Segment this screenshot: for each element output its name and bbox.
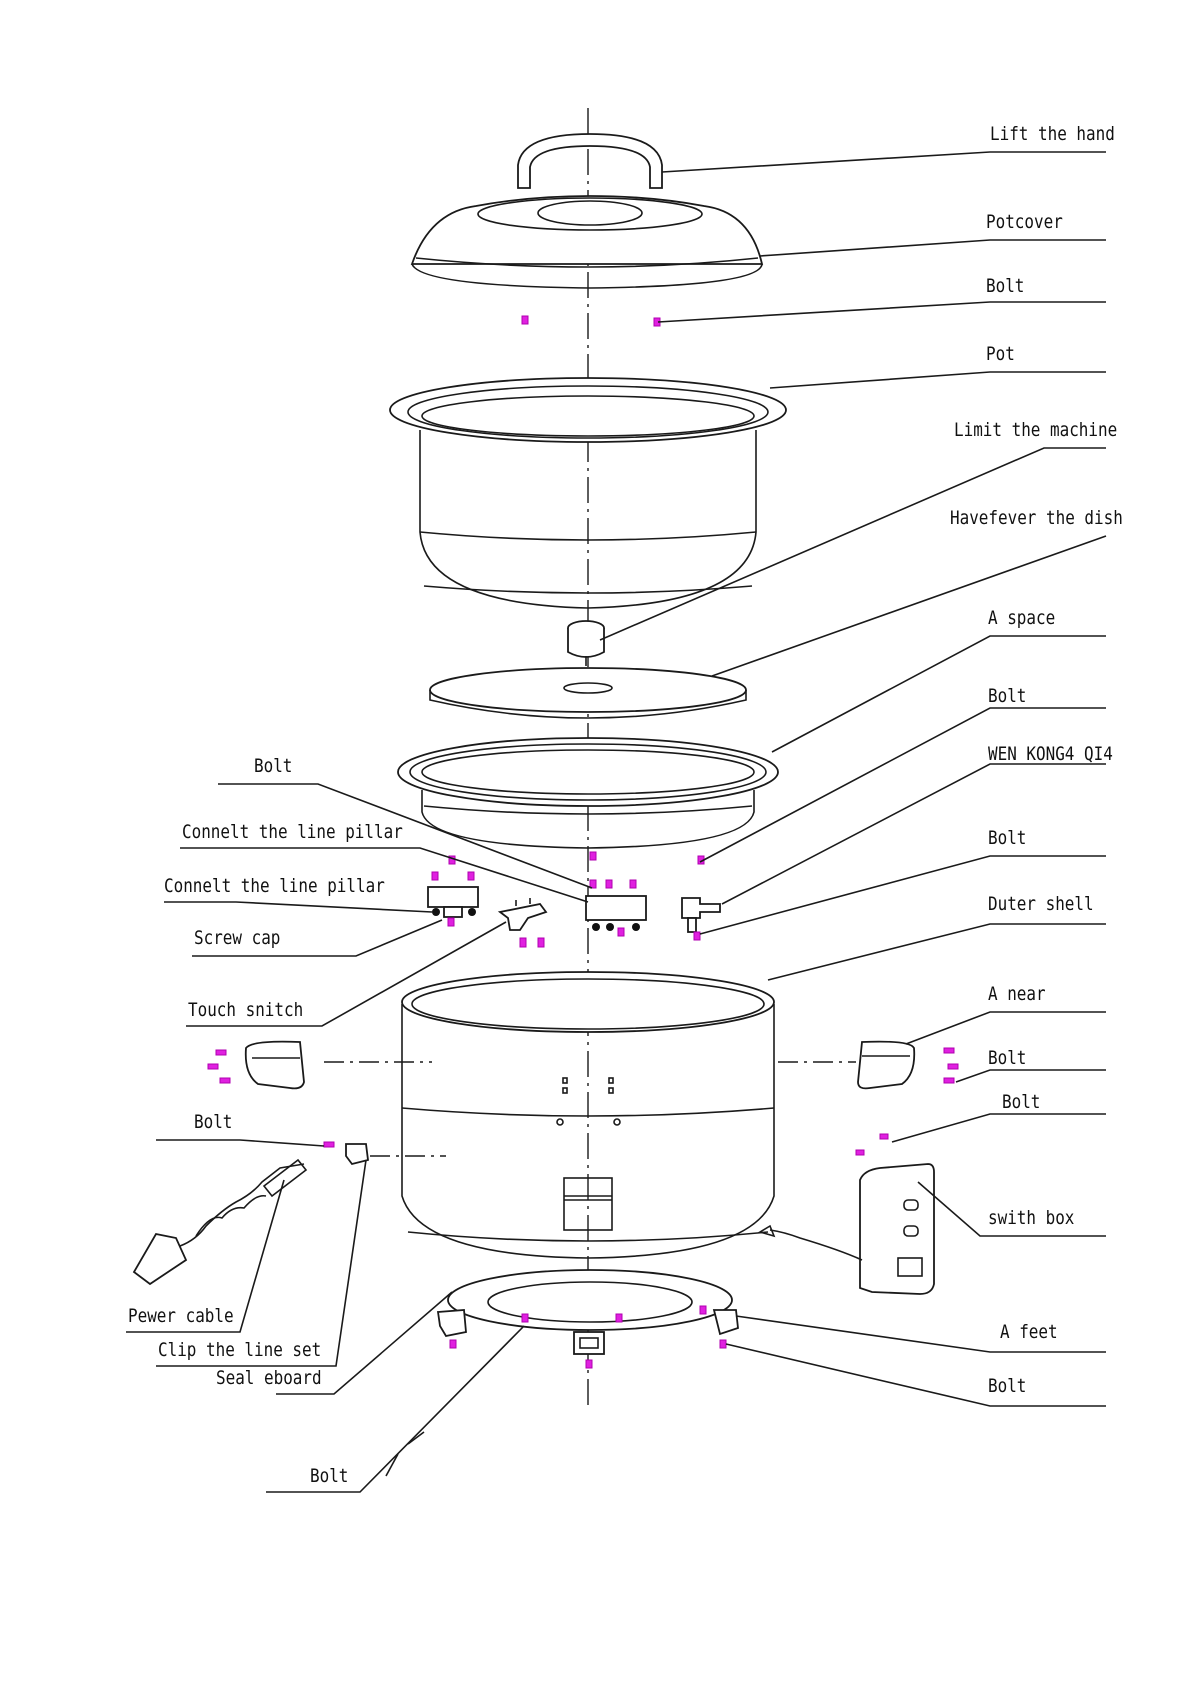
label-a-feet: A feet bbox=[1000, 1322, 1058, 1344]
label-bolt-3: Bolt bbox=[988, 828, 1026, 850]
switch-box-part bbox=[758, 1163, 935, 1295]
lift-handle-part bbox=[517, 133, 663, 189]
leader-lines-right bbox=[599, 151, 1107, 1407]
label-connelt-the-line-pillar-2: Connelt the line pillar bbox=[164, 876, 385, 898]
label-bolt-left-2: Bolt bbox=[194, 1112, 232, 1134]
left-handle-part bbox=[244, 1040, 305, 1090]
label-lift-the-hand: Lift the hand bbox=[990, 124, 1115, 146]
space-ring-part bbox=[397, 737, 779, 849]
limit-machine-part bbox=[567, 620, 605, 666]
label-potcover: Potcover bbox=[986, 212, 1063, 234]
label-touch-snitch: Touch snitch bbox=[188, 1000, 303, 1022]
bolt-markers bbox=[207, 315, 959, 1369]
line-pillar-center-part bbox=[585, 895, 647, 931]
heat-dish-part bbox=[429, 667, 747, 719]
label-pot: Pot bbox=[986, 344, 1015, 366]
label-bolt-6: Bolt bbox=[988, 1376, 1026, 1398]
touch-switch-part bbox=[497, 898, 548, 931]
label-bolt-left-1: Bolt bbox=[254, 756, 292, 778]
label-duter-shell: Duter shell bbox=[988, 894, 1094, 916]
label-connelt-the-line-pillar-1: Connelt the line pillar bbox=[182, 822, 403, 844]
label-a-near: A near bbox=[988, 984, 1046, 1006]
wen-kong-part bbox=[681, 897, 721, 933]
label-bolt-5: Bolt bbox=[1002, 1092, 1040, 1114]
label-bolt-2: Bolt bbox=[988, 686, 1026, 708]
outer-shell-part bbox=[401, 971, 775, 1259]
label-wen-kong4-qi4: WEN KONG4 QI4 bbox=[988, 744, 1113, 766]
label-seal-eboard: Seal eboard bbox=[216, 1368, 322, 1390]
label-bolt-1: Bolt bbox=[986, 276, 1024, 298]
label-havefever-the-dish: Havefever the dish bbox=[950, 508, 1123, 530]
right-handle-part bbox=[857, 1040, 916, 1090]
seal-board-part bbox=[447, 1269, 733, 1331]
label-clip-the-line-set: Clip the line set bbox=[158, 1340, 321, 1362]
label-limit-the-machine: Limit the machine bbox=[954, 420, 1117, 442]
label-pewer-cable: Pewer cable bbox=[128, 1306, 234, 1328]
clip-line-set-part bbox=[345, 1143, 369, 1166]
label-bolt-4: Bolt bbox=[988, 1048, 1026, 1070]
label-bolt-bottom: Bolt bbox=[310, 1466, 348, 1488]
pot-cover-part bbox=[410, 195, 764, 289]
feet-part bbox=[436, 1309, 739, 1355]
leader-lines-left bbox=[126, 783, 593, 1493]
label-a-space: A space bbox=[988, 608, 1055, 630]
label-screw-cap: Screw cap bbox=[194, 928, 280, 950]
line-pillar-left-part bbox=[427, 886, 479, 918]
pot-part bbox=[389, 377, 787, 609]
label-swith-box: swith box bbox=[988, 1208, 1074, 1230]
power-cable-part bbox=[132, 1158, 308, 1286]
